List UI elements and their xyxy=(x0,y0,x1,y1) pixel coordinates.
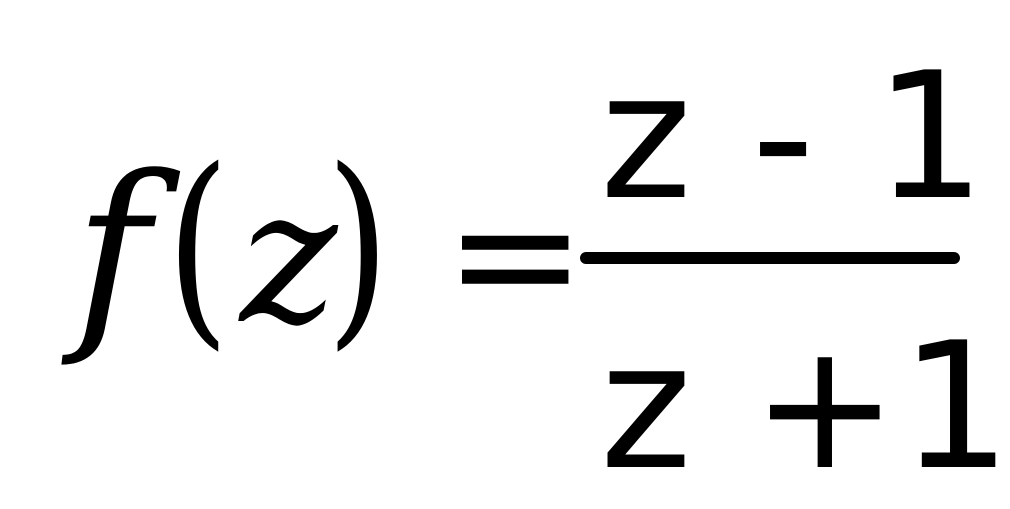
function-name: f xyxy=(74,133,150,371)
close-parenthesis: ) xyxy=(326,124,390,369)
equation-canvas: f ( z ) = z - 1 z +1 xyxy=(74,36,1010,509)
equals-sign: = xyxy=(444,156,587,354)
fraction-denominator: z +1 xyxy=(600,306,1010,509)
fraction-numerator: z - 1 xyxy=(600,36,988,239)
function-variable: z xyxy=(240,149,338,365)
fraction-bar xyxy=(580,252,960,264)
open-parenthesis: ( xyxy=(166,124,230,369)
